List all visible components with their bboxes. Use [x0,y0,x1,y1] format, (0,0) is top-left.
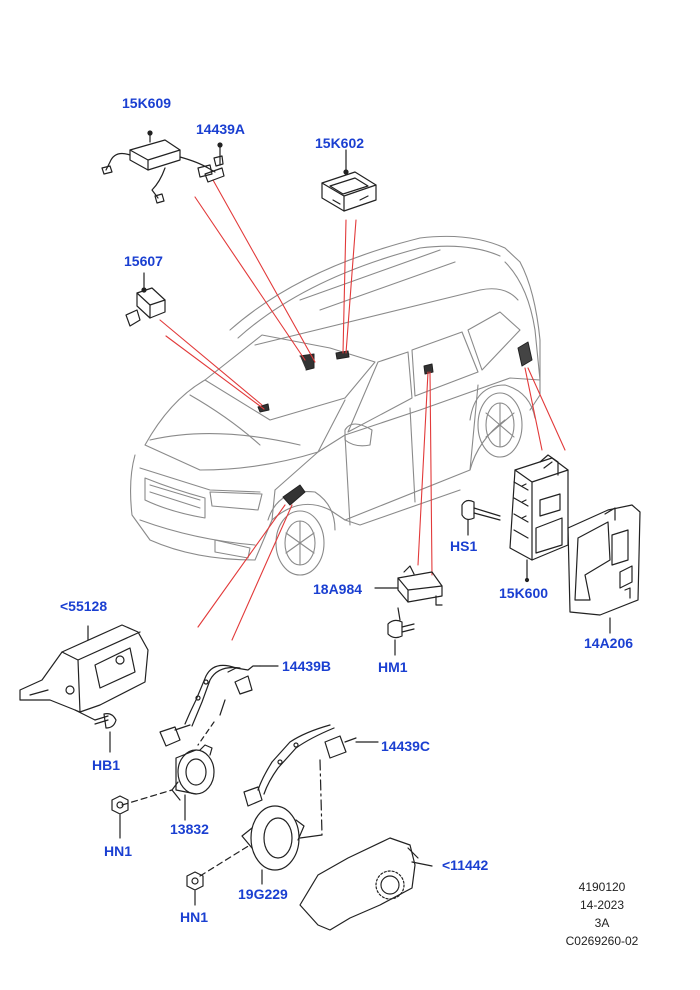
vehicle-illustration [129,235,541,576]
reference-line-4: C0269260-02 [565,934,639,948]
part-14439C-drawing [243,724,379,839]
part-19G229-drawing [199,805,305,885]
label-HN1-upper[interactable]: HN1 [104,843,133,859]
label-15607[interactable]: 15607 [124,253,163,269]
part-HM1-drawing [387,607,415,656]
label-18A984[interactable]: 18A984 [313,581,363,597]
part-14439A-drawing [204,142,225,183]
label-HN1-lower[interactable]: HN1 [180,909,209,925]
label-15K602[interactable]: 15K602 [315,135,365,151]
label-19G229[interactable]: 19G229 [238,886,288,902]
label-15K600[interactable]: 15K600 [499,585,549,601]
part-11442-drawing [299,837,433,931]
label-14439A[interactable]: 14439A [196,121,246,137]
label-55128[interactable]: <55128 [60,598,108,614]
part-18A984-drawing [374,565,443,606]
label-15K609[interactable]: 15K609 [122,95,172,111]
part-14439B-drawing [159,664,279,747]
reference-line-2: 14-2023 [579,898,625,912]
label-HS1[interactable]: HS1 [450,538,478,554]
label-HB1[interactable]: HB1 [92,757,121,773]
label-14A206[interactable]: 14A206 [584,635,634,651]
label-14439B[interactable]: 14439B [282,658,332,674]
vehicle-module-markers [257,341,533,506]
part-13832-drawing [121,744,215,821]
label-11442[interactable]: <11442 [442,857,489,873]
reference-line-1: 4190120 [578,880,626,894]
part-55128-drawing [19,624,149,713]
illustration-reference: 4190120 14-2023 3A C0269260-02 [552,878,652,950]
label-HM1[interactable]: HM1 [378,659,408,675]
part-15K600-drawing [509,454,569,583]
part-HN1-upper-drawing [111,795,129,839]
part-HB1-drawing [74,709,117,753]
reference-line-3: 3A [594,916,610,930]
part-HS1-drawing [461,499,501,536]
part-HN1-lower-drawing [186,871,204,906]
part-15K609-drawing [101,130,216,204]
leader-lines [159,179,566,641]
part-15607-drawing [125,272,166,327]
label-13832[interactable]: 13832 [170,821,209,837]
label-14439C[interactable]: 14439C [381,738,431,754]
part-15K602-drawing [321,149,377,212]
part-14A206-drawing [567,504,641,634]
